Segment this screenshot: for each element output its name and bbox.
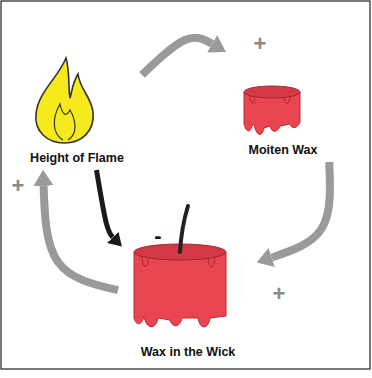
concept-node: Wax in the Wick xyxy=(118,200,258,364)
node-label: Height of Flame xyxy=(30,151,124,166)
flame-inner xyxy=(54,104,75,140)
polarity-sign: + xyxy=(254,33,267,55)
flame-icon xyxy=(36,58,93,143)
candle-icon xyxy=(134,252,226,327)
wax-drips xyxy=(250,96,290,104)
polarity-sign: - xyxy=(154,225,161,247)
causal-arrow xyxy=(97,170,113,237)
concept-node: Moiten Wax xyxy=(228,40,338,162)
wick xyxy=(180,206,188,252)
causal-arrow xyxy=(272,162,330,257)
concept-node: Height of Flame xyxy=(12,48,142,170)
polarity-sign: + xyxy=(273,283,286,305)
node-label: Wax in the Wick xyxy=(141,345,236,360)
candle-drips xyxy=(142,257,215,267)
polarity-sign: + xyxy=(12,175,25,197)
causal-arrow xyxy=(142,38,212,75)
molten-wax-top xyxy=(244,86,300,98)
node-label: Moiten Wax xyxy=(249,143,318,158)
causal-arrow xyxy=(44,186,118,290)
frame xyxy=(1,1,370,369)
